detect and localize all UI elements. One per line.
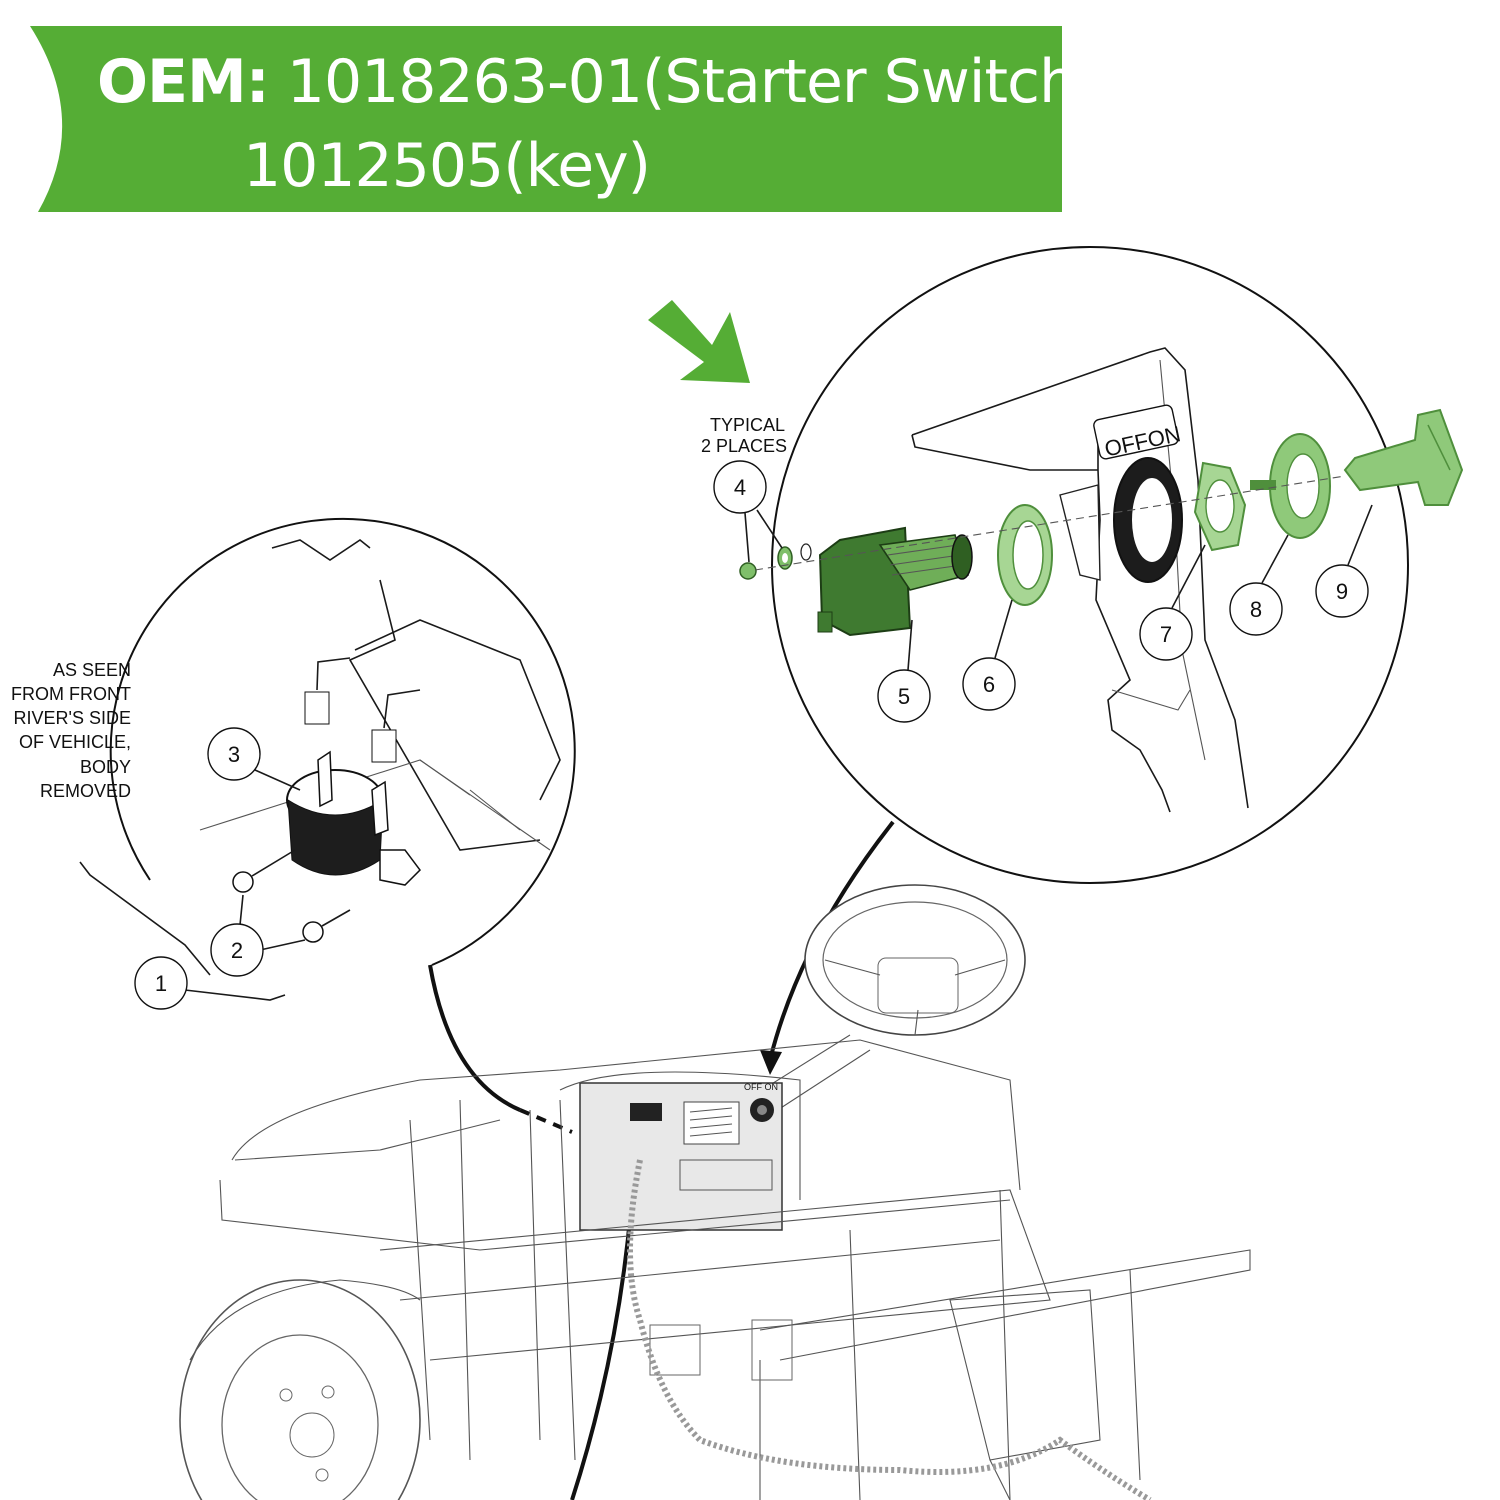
typical-note-line-2: 2 PLACES	[701, 436, 787, 456]
seen-note-line-4: OF VEHICLE,	[19, 732, 131, 752]
callout-1-number: 1	[155, 971, 167, 996]
switch-body-part-5	[817, 526, 973, 637]
callout-4: 4	[713, 460, 783, 563]
callout-2: 2	[210, 923, 264, 977]
switch-leader-arrowhead-icon	[760, 1050, 782, 1075]
seen-note-line-1: AS SEEN	[53, 660, 131, 680]
typical-note-line-1: TYPICAL	[710, 415, 785, 435]
callout-7-number: 7	[1160, 622, 1172, 647]
callout-5: 5	[877, 619, 931, 723]
green-arrow-icon	[648, 300, 750, 383]
title-banner: OEM: 1018263-01(Starter Switch) 1012505(…	[0, 0, 1100, 230]
hex-nut-part-7	[1193, 461, 1247, 552]
washer-part-6	[997, 504, 1053, 606]
seen-note-line-6: REMOVED	[40, 781, 131, 801]
solenoid-leader-arrow	[428, 964, 521, 1112]
bezel-part-8	[1250, 433, 1331, 539]
dash-offon-label: OFF ON	[744, 1082, 778, 1092]
callout-6: 6	[962, 599, 1016, 711]
seen-note-line-2: FROM FRONT	[11, 684, 131, 704]
callout-2-number: 2	[231, 938, 243, 963]
callout-1: 1	[134, 956, 188, 1010]
golf-cart-drawing: OFF ON	[179, 884, 1251, 1500]
key-part-9	[1343, 408, 1464, 506]
banner-line-1: OEM: 1018263-01(Starter Switch)	[97, 52, 1099, 112]
solenoid-detail-circle	[109, 517, 576, 966]
callout-3: 3	[207, 727, 261, 781]
callout-8-number: 8	[1250, 597, 1262, 622]
callout-5-number: 5	[898, 684, 910, 709]
starter-switch-part-number: 1018263-01(Starter Switch)	[286, 47, 1100, 117]
seen-note-line-3: RIVER'S SIDE	[14, 708, 131, 728]
callout-7: 7	[1139, 544, 1206, 661]
key-part-number: 1012505(key)	[243, 131, 651, 201]
switch-detail-circle: OFF ON	[739, 246, 1464, 884]
callout-8: 8	[1229, 534, 1289, 636]
callout-1-bracket	[79, 861, 286, 1001]
callout-6-number: 6	[983, 672, 995, 697]
on-label: ON	[1145, 421, 1182, 452]
callout-4-number: 4	[734, 475, 746, 500]
callout-9-number: 9	[1336, 579, 1348, 604]
oem-label: OEM:	[97, 47, 270, 117]
seen-note-line-5: BODY	[80, 757, 131, 777]
callout-9: 9	[1315, 504, 1373, 618]
banner-shape	[30, 26, 1062, 212]
callout-3-number: 3	[228, 742, 240, 767]
nut-and-washer-part-4	[739, 543, 812, 580]
